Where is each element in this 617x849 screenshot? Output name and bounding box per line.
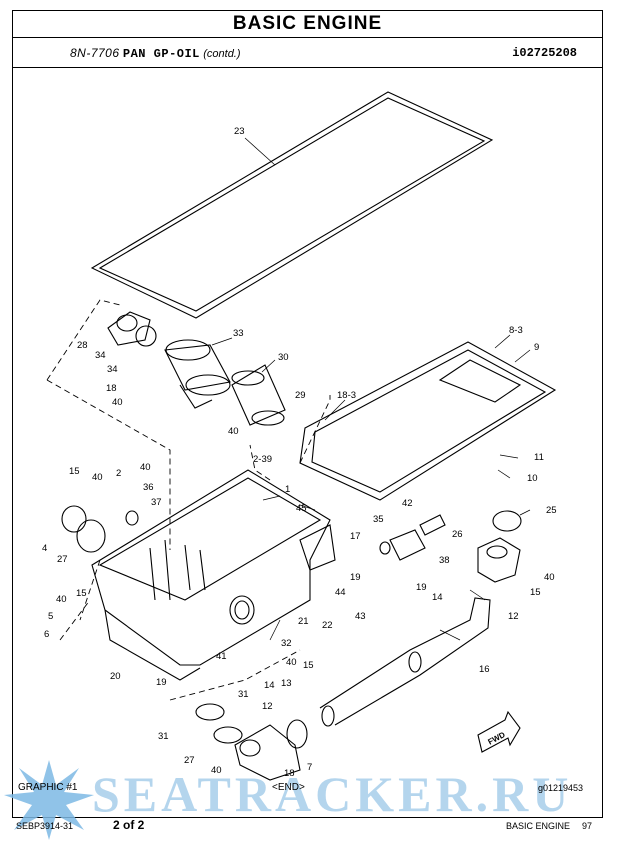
oil-pan-body bbox=[91, 469, 336, 681]
callout-12b: 12 bbox=[262, 701, 273, 712]
document-id: i02725208 bbox=[512, 46, 577, 60]
page-title: BASIC ENGINE bbox=[12, 10, 603, 38]
callout-21: 21 bbox=[298, 616, 309, 627]
callout-22: 22 bbox=[322, 620, 333, 631]
callout-2-39: 2-39 bbox=[253, 454, 272, 465]
callout-18-3: 18-3 bbox=[337, 390, 356, 401]
oil-pan-rail bbox=[299, 341, 557, 501]
tube-part-16 bbox=[319, 597, 491, 727]
callout-40d: 40 bbox=[140, 462, 151, 473]
part-name: PAN GP-OIL bbox=[122, 47, 200, 61]
callout-14a: 14 bbox=[432, 592, 443, 603]
callout-28: 28 bbox=[77, 340, 88, 351]
callout-20: 20 bbox=[110, 671, 121, 682]
callout-19c: 19 bbox=[156, 677, 167, 688]
publication-number: SEBP3914-31 bbox=[16, 821, 74, 831]
elbow-part-7 bbox=[234, 719, 308, 781]
part-description: 8N-7706 PAN GP-OIL (contd.) bbox=[70, 46, 241, 61]
callout-10: 10 bbox=[527, 473, 538, 484]
callout-45: 45 bbox=[296, 503, 307, 514]
callout-15c: 15 bbox=[76, 588, 87, 599]
callout-15b: 15 bbox=[530, 587, 541, 598]
callout-4: 4 bbox=[42, 543, 47, 554]
callout-2: 2 bbox=[116, 468, 121, 479]
seal-ring-25 bbox=[492, 510, 522, 532]
callout-40h: 40 bbox=[211, 765, 222, 776]
seal-ring-27b bbox=[213, 726, 243, 744]
part-header: 8N-7706 PAN GP-OIL (contd.) i02725208 bbox=[12, 38, 603, 68]
callout-40g: 40 bbox=[286, 657, 297, 668]
callout-6: 6 bbox=[44, 629, 49, 640]
part-number: 8N-7706 bbox=[70, 46, 120, 60]
watermark-starburst bbox=[4, 760, 94, 840]
callout-40b: 40 bbox=[228, 426, 239, 437]
callout-13: 13 bbox=[281, 678, 292, 689]
callout-17: 17 bbox=[350, 531, 361, 542]
callout-14b: 14 bbox=[264, 680, 275, 691]
callout-38: 38 bbox=[439, 555, 450, 566]
callout-8-3: 8-3 bbox=[509, 325, 523, 336]
graphic-label: GRAPHIC #1 bbox=[18, 782, 78, 793]
callout-18a: 18 bbox=[106, 383, 117, 394]
page-frame bbox=[12, 10, 603, 818]
callout-9: 9 bbox=[534, 342, 539, 353]
watermark-text: SEATRACKER.RU bbox=[92, 766, 573, 822]
callout-27a: 27 bbox=[57, 554, 68, 565]
callout-41: 41 bbox=[216, 651, 227, 662]
callout-15a: 15 bbox=[69, 466, 80, 477]
bracket-part-35 bbox=[389, 529, 426, 561]
callout-11: 11 bbox=[534, 452, 544, 463]
fwd-arrow-icon bbox=[477, 710, 521, 753]
callout-44: 44 bbox=[335, 587, 346, 598]
callout-32: 32 bbox=[281, 638, 292, 649]
filter-part-33 bbox=[164, 339, 231, 409]
callout-31b: 31 bbox=[158, 731, 169, 742]
cover-part-28 bbox=[107, 311, 157, 347]
callout-43: 43 bbox=[355, 611, 366, 622]
seal-ring-37 bbox=[125, 510, 139, 526]
callout-7: 7 bbox=[307, 762, 312, 773]
callout-26: 26 bbox=[452, 529, 463, 540]
callout-1: 1 bbox=[285, 484, 290, 495]
callout-19a: 19 bbox=[350, 572, 361, 583]
page-of-label: 2 of 2 bbox=[113, 818, 145, 832]
seal-ring-31 bbox=[195, 703, 225, 721]
callout-30: 30 bbox=[278, 352, 289, 363]
callout-19b: 19 bbox=[416, 582, 427, 593]
callout-37: 37 bbox=[151, 497, 162, 508]
callout-40c: 40 bbox=[92, 472, 103, 483]
callout-33: 33 bbox=[233, 328, 244, 339]
callout-40f: 40 bbox=[56, 594, 67, 605]
callout-34a: 34 bbox=[95, 350, 106, 361]
callout-42: 42 bbox=[402, 498, 413, 509]
plate-part-4 bbox=[61, 505, 87, 533]
callout-31a: 31 bbox=[238, 689, 249, 700]
filter-part-30 bbox=[231, 364, 286, 426]
callout-40a: 40 bbox=[112, 397, 123, 408]
gasket-part-23 bbox=[90, 91, 494, 319]
continued-label: (contd.) bbox=[203, 48, 241, 60]
callout-40e: 40 bbox=[544, 572, 555, 583]
end-label: <END> bbox=[272, 782, 305, 793]
seal-ring-27 bbox=[76, 519, 106, 553]
elbow-part-26 bbox=[477, 537, 521, 583]
seal-ring-17 bbox=[379, 541, 391, 555]
callout-36: 36 bbox=[143, 482, 154, 493]
callout-18b: 18 bbox=[284, 768, 295, 779]
callout-35: 35 bbox=[373, 514, 384, 525]
callout-5: 5 bbox=[48, 611, 53, 622]
section-label: BASIC ENGINE bbox=[506, 821, 571, 831]
illustration-id: g01219453 bbox=[538, 783, 584, 793]
page-number: 97 bbox=[582, 821, 593, 831]
callout-27b: 27 bbox=[184, 755, 195, 766]
callout-15d: 15 bbox=[303, 660, 314, 671]
callout-25: 25 bbox=[546, 505, 557, 516]
callout-29: 29 bbox=[295, 390, 306, 401]
callout-16: 16 bbox=[479, 664, 490, 675]
fitting-part-42 bbox=[419, 514, 446, 536]
callout-34b: 34 bbox=[107, 364, 118, 375]
callout-12a: 12 bbox=[508, 611, 519, 622]
callout-23: 23 bbox=[234, 126, 245, 137]
